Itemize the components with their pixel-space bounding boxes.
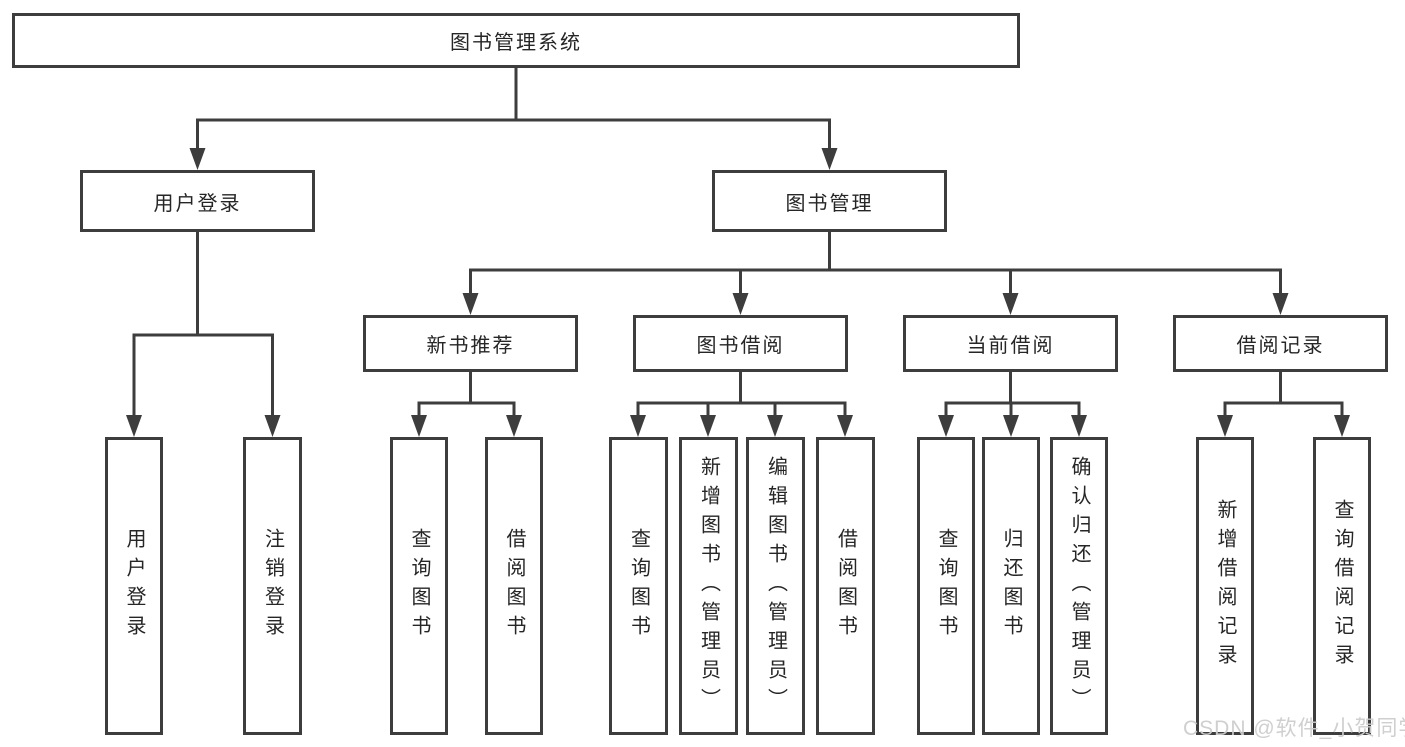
node-leaf-add-book-admin: 新增图书（管理员） xyxy=(679,437,738,735)
node-leaf-query-borrow-record: 查询借阅记录 xyxy=(1313,437,1371,735)
node-leaf-query-books-borrow: 查询图书 xyxy=(609,437,668,735)
node-label: 注销登录 xyxy=(261,528,284,644)
node-label: 借阅图书 xyxy=(503,528,525,644)
node-label: 图书管理系统 xyxy=(450,32,582,54)
node-label: 确认归还（管理员） xyxy=(1068,455,1090,717)
node-user-login: 用户登录 xyxy=(80,170,315,232)
node-label: 用户登录 xyxy=(123,528,145,644)
node-label: 查询图书 xyxy=(627,528,650,644)
node-leaf-logout: 注销登录 xyxy=(243,437,302,735)
node-label: 编辑图书（管理员） xyxy=(764,455,787,717)
node-leaf-query-books-recommend: 查询图书 xyxy=(390,437,448,735)
node-label: 借阅记录 xyxy=(1236,335,1325,357)
node-label: 新增借阅记录 xyxy=(1214,499,1236,673)
node-label: 图书借阅 xyxy=(696,335,785,357)
node-book-borrowing: 图书借阅 xyxy=(633,315,848,372)
watermark: CSDN @软件_小贺同学 xyxy=(1183,717,1405,740)
node-borrowing-records: 借阅记录 xyxy=(1173,315,1388,372)
node-leaf-return-book: 归还图书 xyxy=(982,437,1040,735)
node-label: 图书管理 xyxy=(785,192,874,215)
node-new-book-recommendation: 新书推荐 xyxy=(363,315,578,372)
node-leaf-add-borrow-record: 新增借阅记录 xyxy=(1196,437,1254,735)
node-leaf-query-books-current: 查询图书 xyxy=(917,437,975,735)
node-label: 借阅图书 xyxy=(834,528,857,644)
node-label: 查询图书 xyxy=(935,528,957,644)
node-library-management-system: 图书管理系统 xyxy=(12,13,1020,68)
node-current-borrowing: 当前借阅 xyxy=(903,315,1118,372)
node-leaf-confirm-return-admin: 确认归还（管理员） xyxy=(1050,437,1108,735)
node-leaf-edit-book-admin: 编辑图书（管理员） xyxy=(746,437,805,735)
node-label: 查询借阅记录 xyxy=(1331,499,1353,673)
node-label: 查询图书 xyxy=(408,528,430,644)
node-leaf-borrow-books: 借阅图书 xyxy=(816,437,875,735)
node-label: 归还图书 xyxy=(1000,528,1022,644)
node-label: 当前借阅 xyxy=(966,335,1055,357)
node-label: 新增图书（管理员） xyxy=(697,455,720,717)
node-book-management: 图书管理 xyxy=(712,170,947,232)
node-leaf-user-login: 用户登录 xyxy=(105,437,163,735)
node-label: 用户登录 xyxy=(153,192,242,215)
node-label: 新书推荐 xyxy=(426,335,515,357)
node-leaf-borrow-books-recommend: 借阅图书 xyxy=(485,437,543,735)
